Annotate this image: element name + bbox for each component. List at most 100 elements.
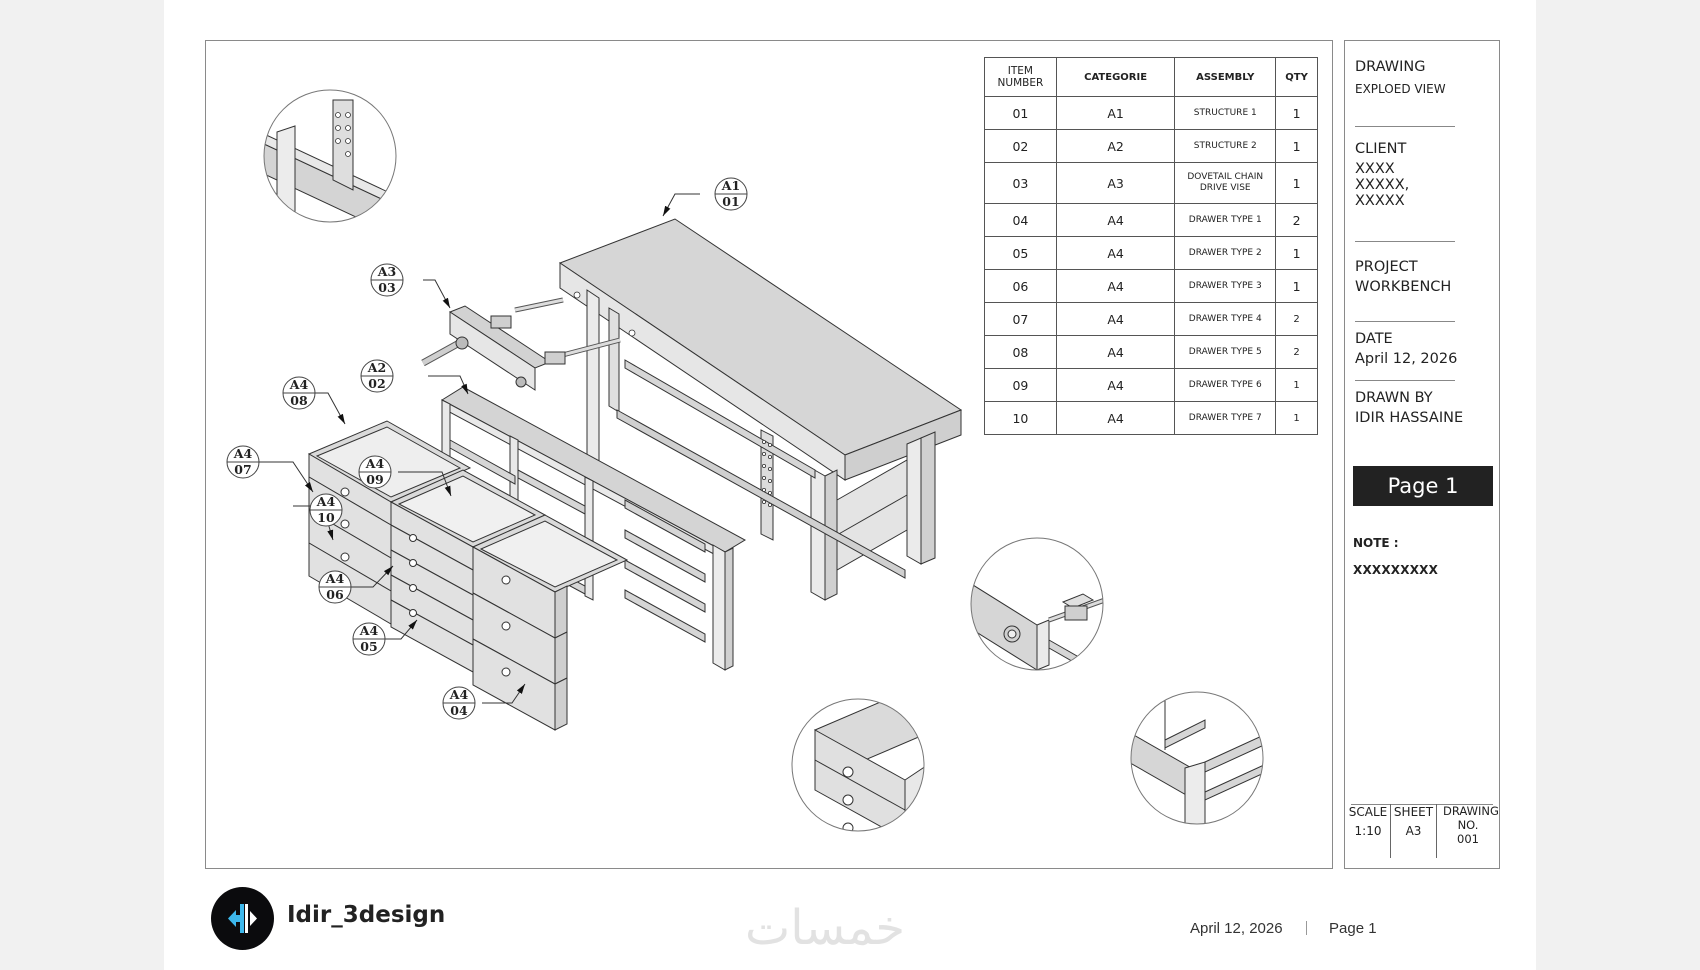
scale-cell: SCALE 1:10 [1347, 804, 1389, 858]
svg-text:A4: A4 [449, 687, 469, 702]
cell-qty: 2 [1275, 335, 1318, 369]
svg-text:A4: A4 [325, 571, 345, 586]
drawer-knobs [340, 487, 511, 677]
drawn-by-label: DRAWN BY [1355, 390, 1433, 406]
cell-qty: 1 [1275, 162, 1318, 204]
table-row: 04 A4 DRAWER TYPE 1 2 [984, 203, 1318, 237]
cell-qty: 2 [1275, 203, 1318, 237]
cell-assembly: DRAWER TYPE 1 [1174, 203, 1277, 237]
svg-text:08: 08 [290, 393, 308, 408]
divider [1390, 804, 1391, 858]
project-value: WORKBENCH [1355, 279, 1452, 295]
callout-a4-09: A4 09 [358, 455, 392, 489]
sheet-label: SHEET [1393, 805, 1434, 819]
divider [1355, 241, 1455, 242]
date-value: April 12, 2026 [1355, 351, 1458, 367]
cell-categorie: A4 [1055, 302, 1176, 336]
table-row: 06 A4 DRAWER TYPE 3 1 [984, 269, 1318, 303]
detail-view-frame-corner [1130, 691, 1264, 825]
bench-holes [573, 291, 773, 507]
svg-text:A3: A3 [377, 264, 396, 279]
note-label: NOTE : [1353, 536, 1399, 550]
table-header-row: ITEM NUMBER CATEGORIE ASSEMBLY QTY [984, 57, 1318, 97]
cell-item: 01 [984, 96, 1057, 130]
project-label: PROJECT [1355, 259, 1418, 275]
drawing-frame [205, 40, 1333, 869]
svg-text:A1: A1 [721, 178, 740, 193]
logo-icon [228, 904, 257, 933]
cell-qty: 1 [1275, 401, 1318, 435]
cell-categorie: A3 [1055, 162, 1176, 204]
drawing-value: EXPLOED VIEW [1355, 82, 1446, 96]
cell-item: 09 [984, 368, 1057, 402]
drawn-by-value: IDIR HASSAINE [1355, 410, 1464, 426]
svg-text:03: 03 [378, 280, 395, 295]
cell-assembly: DOVETAIL CHAIN DRIVE VISE [1174, 162, 1277, 204]
header-item-number: ITEM NUMBER [984, 57, 1057, 97]
svg-text:A4: A4 [359, 623, 379, 638]
cell-item: 04 [984, 203, 1057, 237]
footer-separator [1306, 921, 1307, 935]
cell-categorie: A2 [1055, 129, 1176, 163]
drawer-stack [307, 420, 629, 731]
cell-assembly: DRAWER TYPE 7 [1174, 401, 1277, 435]
svg-text:02: 02 [368, 376, 385, 391]
callout-a2-02: A2 02 [360, 359, 394, 393]
client-line-2: XXXXX, [1355, 177, 1410, 193]
cell-assembly: DRAWER TYPE 5 [1174, 335, 1277, 369]
workbench-structure-1 [558, 218, 963, 601]
table-row: 01 A1 STRUCTURE 1 1 [984, 96, 1318, 130]
cell-qty: 1 [1275, 269, 1318, 303]
divider [1351, 804, 1493, 805]
divider [1355, 380, 1455, 381]
cell-assembly: DRAWER TYPE 6 [1174, 368, 1277, 402]
client-label: CLIENT [1355, 141, 1407, 157]
table-row: 09 A4 DRAWER TYPE 6 1 [984, 368, 1318, 402]
cell-assembly: DRAWER TYPE 4 [1174, 302, 1277, 336]
table-row: 02 A2 STRUCTURE 2 1 [984, 129, 1318, 163]
callout-a1-01: A1 01 [714, 177, 748, 211]
cell-item: 03 [984, 162, 1057, 204]
brand-name: Idir_3design [287, 902, 446, 928]
header-categorie: CATEGORIE [1055, 57, 1176, 97]
note-value: XXXXXXXXX [1353, 563, 1439, 577]
page-badge: Page 1 [1353, 466, 1493, 506]
cell-categorie: A4 [1055, 401, 1176, 435]
cell-assembly: STRUCTURE 1 [1174, 96, 1277, 130]
svg-text:05: 05 [360, 639, 377, 654]
bill-of-materials-table: ITEM NUMBER CATEGORIE ASSEMBLY QTY 01 A1… [984, 57, 1318, 435]
client-line-1: XXXX [1355, 161, 1395, 177]
cell-assembly: DRAWER TYPE 3 [1174, 269, 1277, 303]
callout-a4-04: A4 04 [442, 686, 476, 720]
cell-qty: 1 [1275, 129, 1318, 163]
scale-label: SCALE [1348, 805, 1388, 819]
cell-categorie: A1 [1055, 96, 1176, 130]
callout-a4-08: A4 08 [282, 376, 316, 410]
detail-view-vise-screw [970, 537, 1104, 671]
cell-assembly: STRUCTURE 2 [1174, 129, 1277, 163]
footer-date: April 12, 2026 [1190, 920, 1283, 937]
date-label: DATE [1355, 331, 1393, 347]
cell-categorie: A4 [1055, 368, 1176, 402]
cell-qty: 1 [1275, 96, 1318, 130]
callout-a4-05: A4 05 [352, 622, 386, 656]
cell-assembly: DRAWER TYPE 2 [1174, 236, 1277, 270]
footer-page: Page 1 [1329, 920, 1377, 937]
cell-categorie: A4 [1055, 203, 1176, 237]
cell-item: 06 [984, 269, 1057, 303]
divider [1436, 804, 1437, 858]
drawing-no-label: DRAWING NO. [1443, 804, 1499, 832]
cell-categorie: A4 [1055, 335, 1176, 369]
table-row: 08 A4 DRAWER TYPE 5 2 [984, 335, 1318, 369]
svg-text:07: 07 [234, 462, 251, 477]
callout-a3-03: A3 03 [370, 263, 404, 297]
table-row: 10 A4 DRAWER TYPE 7 1 [984, 401, 1318, 435]
header-qty: QTY [1275, 57, 1318, 97]
svg-text:04: 04 [450, 703, 468, 718]
svg-text:06: 06 [326, 587, 344, 602]
drawing-no-value: 001 [1457, 832, 1479, 846]
cell-item: 10 [984, 401, 1057, 435]
svg-text:A4: A4 [365, 456, 385, 471]
svg-text:01: 01 [722, 194, 739, 209]
cell-qty: 1 [1275, 368, 1318, 402]
